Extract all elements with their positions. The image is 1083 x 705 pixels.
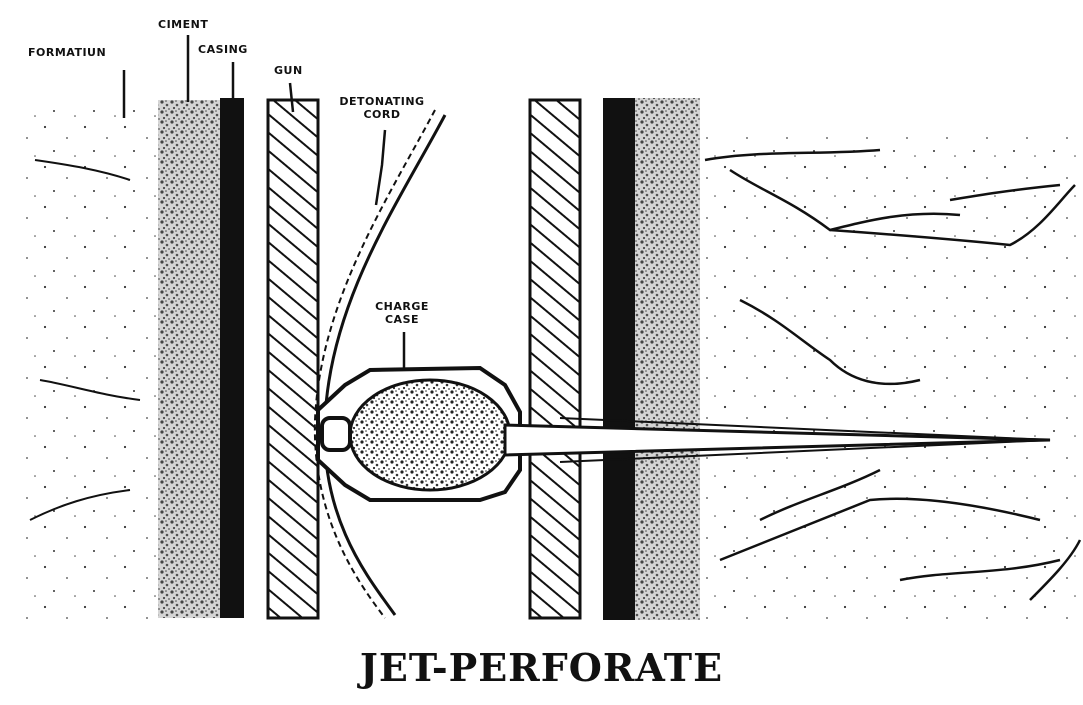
formation-cracks-left [29,159,141,521]
label-cement: CIMENT [158,18,209,31]
gun-wall-left [266,98,320,620]
formation-left [15,100,158,620]
cement-left [158,100,220,618]
diagram-title: JET-PERFORATE [359,645,724,690]
detonator [320,416,352,452]
label-formation: FORMATIUN [28,46,107,59]
leader-lines [122,35,406,368]
label-casing: CASING [198,43,248,56]
casing-left [220,98,244,618]
label-detonating-cord: DETONATING CORD [339,95,425,121]
detonating-cord [323,114,447,616]
formation-right [705,130,1080,630]
perforation-jet [503,423,1051,457]
casing-right [603,98,635,620]
label-charge-case: CHARGE CASE [375,300,429,326]
label-gun: GUN [274,64,303,77]
charge-body [348,378,512,492]
cement-right [635,98,700,620]
formation-cracks [704,148,1082,601]
gun-wall-right [528,98,582,620]
